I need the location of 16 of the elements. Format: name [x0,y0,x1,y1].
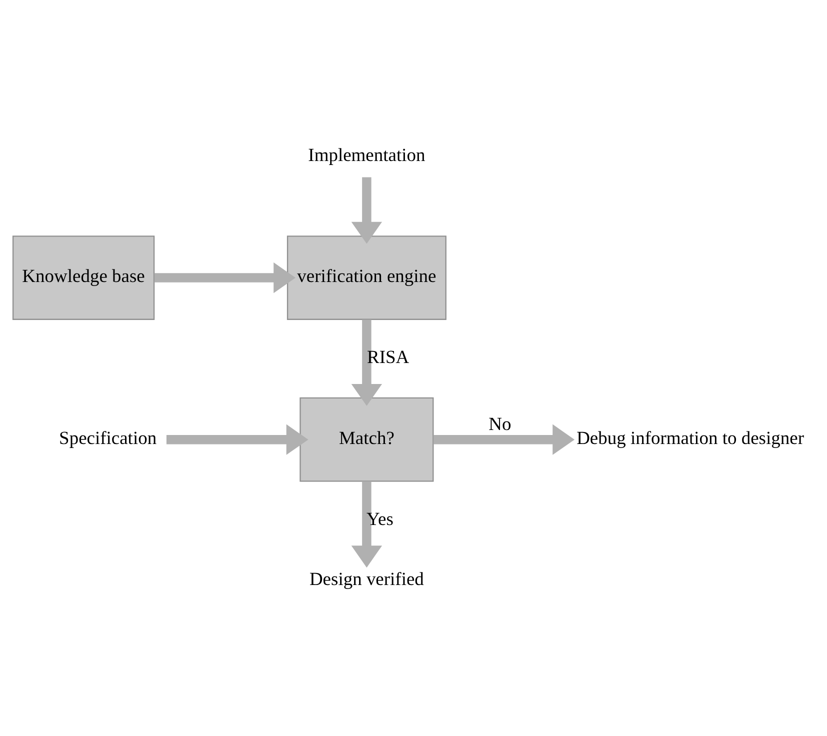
edge-label: Yes [366,508,394,528]
node-text: Implementation [308,144,426,164]
node-box: verification engine [286,235,446,320]
node-box: Match? [300,396,434,482]
edge-label: RISA [367,346,410,367]
arrow [351,480,382,568]
node-text: Debug information to designer [576,427,804,448]
node-text: Design verified [309,568,424,588]
arrow [433,424,575,454]
arrow [166,424,308,454]
edge-label: No [488,414,512,434]
node-box: Knowledge base [12,235,155,320]
node-text: Specification [59,427,157,448]
arrow [351,176,382,244]
arrow [154,262,296,293]
arrow [351,319,382,406]
